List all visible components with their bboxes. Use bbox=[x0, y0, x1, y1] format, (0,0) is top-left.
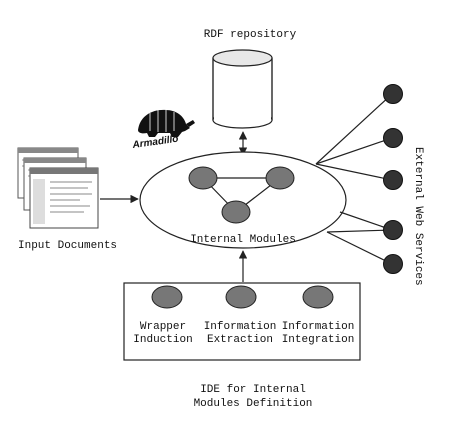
service-connector bbox=[326, 229, 393, 233]
information-integration-node bbox=[302, 285, 334, 309]
service-connector bbox=[315, 137, 393, 165]
module-label: Wrapper bbox=[140, 321, 186, 333]
external-service-node bbox=[383, 170, 403, 190]
repository-label: RDF repository bbox=[204, 29, 297, 41]
external-service-node bbox=[383, 220, 403, 240]
service-connector bbox=[339, 211, 393, 231]
module-label: Extraction bbox=[207, 334, 273, 346]
service-connector bbox=[315, 93, 393, 165]
ide-caption-line1: IDE for Internal bbox=[200, 384, 306, 396]
module-label: Induction bbox=[133, 334, 192, 346]
external-service-node bbox=[383, 128, 403, 148]
module-label: Integration bbox=[282, 334, 355, 346]
external-service-node bbox=[383, 84, 403, 104]
module-label: Information bbox=[282, 321, 355, 333]
service-connector bbox=[315, 163, 393, 181]
database-icon bbox=[212, 49, 273, 129]
armadillo-logo: Armadillo bbox=[131, 109, 195, 151]
internal-module-node bbox=[188, 166, 218, 190]
wrapper-induction-node bbox=[151, 285, 183, 309]
external-services-label: External Web Services bbox=[412, 147, 424, 286]
core-label: Internal Modules bbox=[190, 234, 296, 246]
service-connector bbox=[326, 231, 393, 265]
module-label: Information bbox=[204, 321, 277, 333]
input-documents-label: Input Documents bbox=[18, 240, 117, 252]
information-extraction-node bbox=[225, 285, 257, 309]
internal-module-node bbox=[221, 200, 251, 224]
external-service-node bbox=[383, 254, 403, 274]
logo-text: Armadillo bbox=[131, 134, 179, 151]
internal-module-node bbox=[265, 166, 295, 190]
documents-icon bbox=[17, 147, 99, 229]
ide-caption-line2: Modules Definition bbox=[194, 398, 313, 410]
